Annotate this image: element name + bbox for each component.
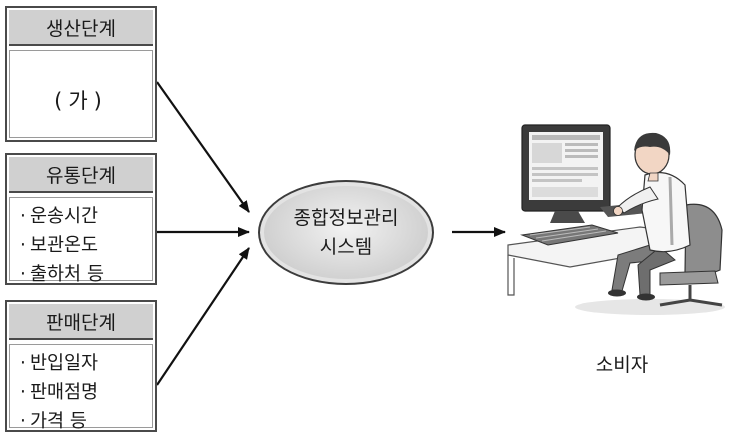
production-stage-title: 생산단계 (9, 10, 153, 46)
blank-placeholder: (가) (54, 89, 108, 113)
list-item: ·출하처 등 (20, 264, 104, 285)
system-label-line-1: 종합정보관리 (293, 206, 399, 229)
sales-stage-title: 판매단계 (9, 304, 153, 340)
arrow-production-to-system (156, 81, 250, 213)
consumer-label: 소비자 (595, 354, 649, 376)
list-item: ·운송시간 (20, 206, 99, 227)
arrow-sales-to-system (156, 247, 250, 386)
distribution-stage-body: ·운송시간 ·보관온도 ·출하처 등 (9, 197, 153, 285)
system-label-line-2: 시스템 (319, 235, 373, 258)
distribution-stage-title: 유통단계 (9, 157, 153, 193)
sales-stage-box: 판매단계 ·반입일자 ·판매점명 ·가격 등 (5, 300, 157, 432)
list-item: ·판매점명 (20, 382, 99, 403)
sales-stage-body: ·반입일자 ·판매점명 ·가격 등 (9, 344, 153, 432)
person-at-computer-icon (507, 124, 725, 315)
integrated-info-system-node: 종합정보관리 시스템 (258, 180, 434, 285)
list-item: ·반입일자 (20, 353, 99, 374)
production-stage-body: (가) (9, 50, 153, 138)
list-item: ·보관온도 (20, 235, 99, 256)
production-stage-box: 생산단계 (가) (5, 6, 157, 142)
list-item: ·가격 등 (20, 411, 87, 432)
distribution-stage-box: 유통단계 ·운송시간 ·보관온도 ·출하처 등 (5, 153, 157, 285)
